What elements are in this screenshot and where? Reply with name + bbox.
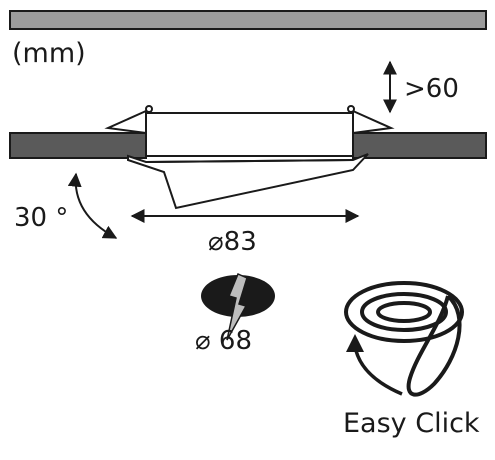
cutout-diameter-label: ⌀ 68 xyxy=(195,326,253,356)
ceiling-panel-left xyxy=(9,132,147,159)
tilt-angle-label: 30 ° xyxy=(14,203,69,233)
housing xyxy=(145,112,354,157)
ceiling-bar xyxy=(9,10,487,30)
spring-clip-left xyxy=(104,110,147,134)
ceiling-panel-right xyxy=(352,132,487,159)
mount-system-label: Easy Click xyxy=(343,408,480,439)
unit-label: (mm) xyxy=(12,38,86,69)
spring-clip-icon xyxy=(344,281,464,397)
min-depth-label: >60 xyxy=(404,74,459,104)
outer-diameter-label: ⌀83 xyxy=(208,227,257,257)
spring-clip-right xyxy=(352,110,395,134)
tilt-arrow xyxy=(67,172,118,239)
drill-icon xyxy=(201,273,275,341)
